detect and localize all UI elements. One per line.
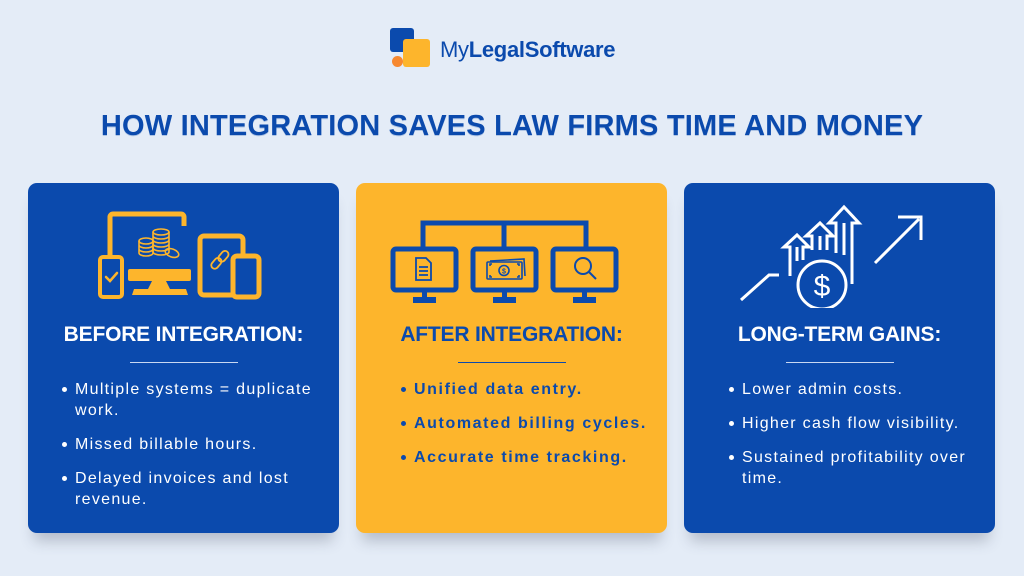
list-item: Sustained profitability over time.: [728, 447, 978, 489]
connected-monitors-icon: $: [390, 220, 619, 303]
list-item: Missed billable hours.: [61, 434, 321, 455]
card-before-integration: BEFORE INTEGRATION: Multiple systems = d…: [28, 183, 339, 533]
list-item: Automated billing cycles.: [400, 413, 650, 434]
list-item: Delayed invoices and lost revenue.: [61, 468, 321, 510]
list-item: Lower admin costs.: [728, 379, 978, 400]
divider: [785, 362, 894, 363]
svg-text:$: $: [814, 270, 831, 303]
growth-arrows-dollar-icon: $: [740, 204, 923, 308]
card-title: BEFORE INTEGRATION:: [63, 323, 304, 346]
divider: [457, 362, 566, 363]
bullet-list: Lower admin costs. Higher cash flow visi…: [728, 379, 978, 502]
card-long-term-gains: $ LONG-TERM GAINS: Lower admin costs. Hi…: [684, 183, 995, 533]
devices-with-coins-icon: [98, 211, 262, 300]
list-item: Unified data entry.: [400, 379, 650, 400]
list-item: Higher cash flow visibility.: [728, 413, 978, 434]
svg-text:$: $: [502, 269, 506, 276]
page-title: HOW INTEGRATION SAVES LAW FIRMS TIME AND…: [100, 110, 924, 142]
card-title: LONG-TERM GAINS:: [737, 323, 942, 346]
card-title: AFTER INTEGRATION:: [400, 323, 623, 346]
divider: [129, 362, 238, 363]
logo-wordmark: MyLegalSoftware: [440, 37, 616, 63]
list-item: Multiple systems = duplicate work.: [61, 379, 321, 421]
logo-text-bold: LegalSoftware: [468, 37, 616, 62]
card-after-integration: $ AFTER INTEGRATION: Unified data entry.…: [356, 183, 667, 533]
list-item: Accurate time tracking.: [400, 447, 650, 468]
bullet-list: Multiple systems = duplicate work. Misse…: [61, 379, 321, 523]
logo-mark-icon: [390, 26, 434, 70]
bullet-list: Unified data entry. Automated billing cy…: [400, 379, 650, 481]
logo-text-light: My: [440, 37, 469, 62]
brand-logo: MyLegalSoftware: [390, 26, 616, 70]
